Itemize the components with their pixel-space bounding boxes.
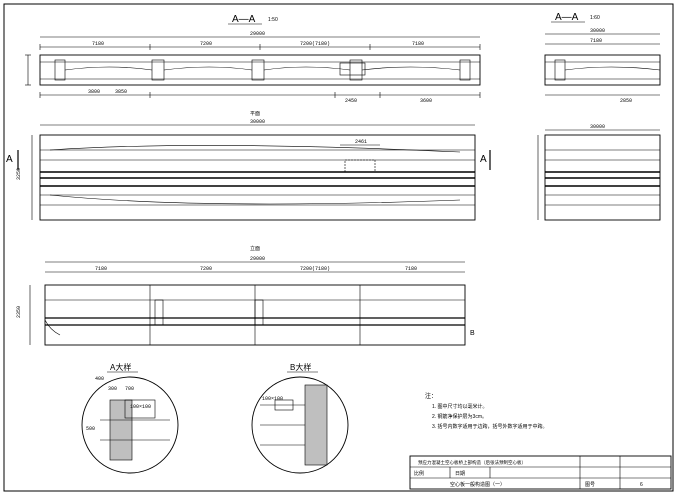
- section-aa-side: A—A 1:60 30000 7180 2850: [544, 12, 661, 104]
- lower-dim-total: 29000: [250, 256, 265, 262]
- tb-scale-label: 比例: [414, 470, 424, 477]
- plan-view: 平面 30000 2461 3250 A A: [6, 111, 491, 221]
- section-aa-scale: 1:50: [268, 17, 278, 23]
- note-2: 2. 钢筋净保护层为3cm。: [432, 413, 487, 420]
- elev-dim-4: 3600: [420, 98, 432, 104]
- detail-a-title: A大样: [110, 362, 131, 372]
- side-dim-bottom: 2850: [620, 98, 632, 104]
- notes-heading: 注：: [425, 392, 437, 400]
- section-aa-main: A—A 1:50 29000 7180 7200 7200(7180) 7180…: [25, 14, 481, 104]
- mid-dim-2: 3250: [16, 168, 22, 180]
- plan-view-side: 30000: [537, 124, 661, 221]
- dim-span-3: 7200(7180): [300, 41, 330, 47]
- section-aa-title: A—A: [232, 14, 256, 25]
- elev-dim-2: 3850: [115, 89, 127, 95]
- elev-dim-3: 2450: [345, 98, 357, 104]
- marker-a-left: A: [6, 154, 13, 165]
- lower-plan-label: 立面: [250, 245, 260, 252]
- dim-span-1: 7180: [92, 41, 104, 47]
- detail-b-title: B大样: [290, 362, 311, 372]
- dim-span-2: 7200: [200, 41, 212, 47]
- title-block: 预应力混凝土空心板桥上部构造（后张法预制空心板） 比例 日期 空心板一般构造图（…: [409, 455, 672, 490]
- side-plan-dim: 30000: [590, 124, 605, 130]
- detail-a: A大样 400 300 700 100×100 500: [81, 362, 179, 474]
- marker-a-right: A: [480, 154, 487, 165]
- lower-dim-4: 7180: [405, 266, 417, 272]
- tb-date-label: 日期: [455, 471, 465, 477]
- tb-drawing: 空心板一般构造图（一）: [450, 481, 505, 488]
- dim-span-4: 7180: [412, 41, 424, 47]
- note-3: 3. 括号内数字适用于边跨，括号外数字适用于中跨。: [432, 423, 548, 430]
- tb-sheet-no: 6: [640, 482, 643, 488]
- detail-a-dim-2: 300: [108, 386, 117, 392]
- detail-b: B大样 100×100: [251, 362, 349, 474]
- tb-project: 预应力混凝土空心板桥上部构造（后张法预制空心板）: [418, 459, 526, 466]
- plan-dim-total: 30000: [250, 119, 265, 125]
- plan-label: 平面: [250, 111, 260, 117]
- tb-sheet-label: 图号: [585, 482, 595, 488]
- side-dim-span: 7180: [590, 38, 602, 44]
- section-aa-side-scale: 1:60: [590, 15, 600, 21]
- lower-dim-3: 7200(7180): [300, 266, 330, 272]
- elev-dim-1: 3800: [88, 89, 100, 95]
- detail-a-dim-4: 100×100: [130, 404, 151, 410]
- lower-plan: 立面 29000 7180 7200 7200(7180) 7180 B 235…: [16, 245, 475, 346]
- detail-a-dim-3: 700: [125, 386, 134, 392]
- notes: 注： 1. 图中尺寸均以毫米计。 2. 钢筋净保护层为3cm。 3. 括号内数字…: [425, 392, 548, 430]
- section-aa-side-title: A—A: [555, 12, 579, 23]
- detail-a-dim-5: 500: [86, 426, 95, 432]
- marker-b: B: [470, 330, 475, 337]
- detail-b-dim-1: 100×100: [262, 396, 283, 402]
- drawing-border: [3, 3, 674, 492]
- lower-dim-1: 7180: [95, 266, 107, 272]
- detail-a-dim-1: 400: [95, 376, 104, 382]
- dim-total: 29000: [250, 31, 265, 37]
- note-1: 1. 图中尺寸均以毫米计。: [432, 403, 488, 410]
- side-dim-total: 30000: [590, 28, 605, 34]
- lower-dim-2: 7200: [200, 266, 212, 272]
- lower-side-dim: 2350: [16, 306, 22, 318]
- mid-dim-1: 2461: [355, 139, 367, 145]
